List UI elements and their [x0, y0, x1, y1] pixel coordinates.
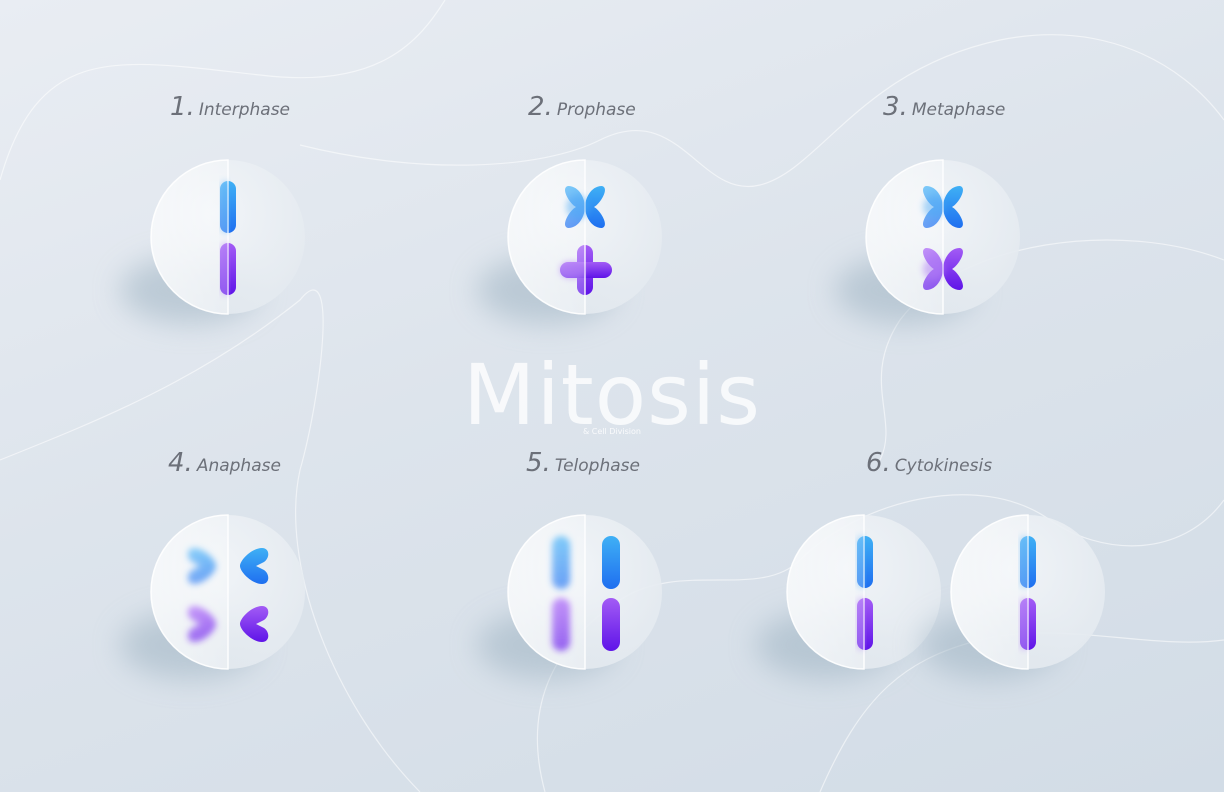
phase-name: Anaphase — [196, 456, 281, 476]
title-block: Mitosis & Cell Division — [452, 340, 772, 450]
phase-name: Interphase — [198, 100, 291, 120]
chromosome-blue-right — [602, 536, 620, 589]
phase-label-anaphase: 4.Anaphase — [168, 448, 281, 478]
phase-name: Metaphase — [911, 100, 1006, 120]
phase-number: 5. — [526, 448, 551, 478]
phase-name: Telophase — [554, 456, 640, 476]
cell-metaphase — [835, 159, 1020, 324]
phase-number: 4. — [168, 448, 193, 478]
phase-name: Cytokinesis — [894, 456, 993, 476]
cell-cytokinesis-right — [920, 514, 1105, 679]
subtitle: & Cell Division — [583, 427, 641, 436]
cell-prophase — [477, 159, 662, 324]
phase-label-prophase: 2.Prophase — [528, 92, 636, 122]
cell-telophase — [477, 514, 662, 679]
phase-name: Prophase — [556, 100, 636, 120]
phase-label-metaphase: 3.Metaphase — [883, 92, 1005, 122]
phase-number: 3. — [883, 92, 908, 122]
chromatid-purple-right — [240, 606, 269, 642]
glass-half — [507, 514, 586, 670]
glass-half — [150, 514, 229, 670]
glass-half — [150, 159, 229, 315]
glass-half — [865, 159, 944, 315]
phase-label-cytokinesis: 6.Cytokinesis — [866, 448, 992, 478]
chromatid-blue-right — [240, 548, 269, 584]
main-title: Mitosis — [462, 346, 761, 444]
glass-half — [786, 514, 865, 670]
phase-number: 2. — [528, 92, 553, 122]
cell-anaphase — [120, 514, 305, 679]
cell-cytokinesis-left — [756, 514, 941, 679]
phase-number: 6. — [866, 448, 891, 478]
chromosome-purple-right — [602, 598, 620, 651]
phase-label-interphase: 1.Interphase — [170, 92, 290, 122]
phase-label-telophase: 5.Telophase — [526, 448, 640, 478]
cell-interphase — [120, 159, 305, 324]
phase-number: 1. — [170, 92, 195, 122]
glass-half — [950, 514, 1029, 670]
